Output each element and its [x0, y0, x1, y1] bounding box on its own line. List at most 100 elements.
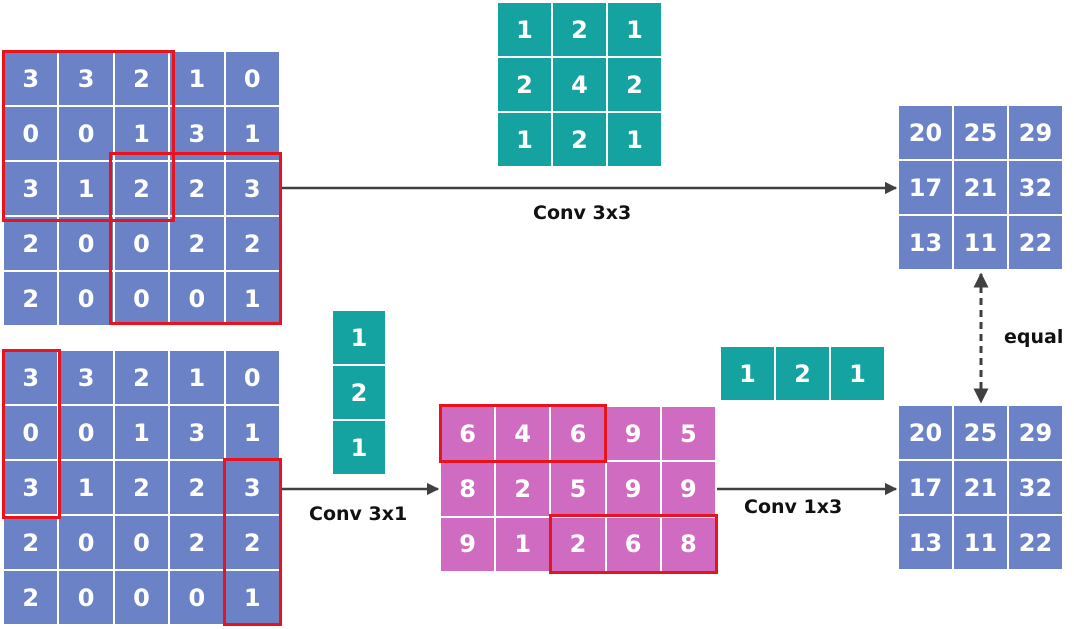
matrix-cell: 0	[113, 271, 170, 326]
matrix-cell: 0	[58, 515, 114, 570]
matrix-cell: 2	[113, 460, 170, 515]
matrix-cell: 5	[550, 461, 606, 517]
matrix-cell: 3	[169, 106, 225, 161]
matrix-cell: 1	[332, 310, 386, 365]
matrix-cell: 0	[169, 570, 225, 625]
matrix-cell: 2	[113, 51, 170, 106]
matrix-cell: 29	[1008, 405, 1063, 460]
matrix-cell: 3	[58, 350, 114, 405]
matrix-cell: 3	[169, 405, 225, 460]
matrix-cell: 1	[830, 346, 885, 401]
matrix-cell: 1	[497, 112, 552, 167]
matrix-cell: 2	[113, 161, 170, 216]
matrix-cell: 1	[607, 112, 662, 167]
matrix-cell: 2	[169, 216, 225, 271]
matrix-cell: 22	[1008, 215, 1063, 270]
matrix-cell: 22	[1008, 515, 1063, 570]
matrix-cell: 3	[3, 350, 59, 405]
window-3x3-last	[109, 152, 282, 325]
matrix-cell: 8	[440, 461, 496, 517]
matrix-cell: 0	[113, 216, 170, 271]
matrix-cell: 3	[224, 460, 280, 515]
window-3x3-first	[2, 50, 175, 222]
matrix-cell: 32	[1008, 460, 1063, 515]
matrix-cell: 0	[58, 405, 114, 460]
matrix-cell: 17	[898, 460, 953, 515]
matrix-cell: 0	[224, 51, 280, 106]
matrix-cell: 1	[224, 570, 280, 625]
window-3x1-last	[223, 458, 282, 626]
matrix-cell: 2	[332, 365, 386, 420]
matrix-cell: 1	[224, 106, 280, 161]
matrix-cell: 11	[953, 215, 1008, 270]
matrix-cell: 32	[1008, 160, 1063, 215]
matrix-cell: 20	[898, 105, 953, 160]
matrix-cell: 1	[113, 405, 170, 460]
matrix-cell: 13	[898, 215, 953, 270]
matrix-cell: 2	[113, 350, 170, 405]
matrix-cell: 1	[58, 161, 114, 216]
matrix-cell: 2	[497, 57, 552, 112]
matrix-cell: 29	[1008, 105, 1063, 160]
matrix-cell: 1	[58, 460, 114, 515]
matrix-cell: 9	[440, 516, 496, 572]
matrix-cell: 0	[58, 570, 114, 625]
matrix-cell: 0	[58, 271, 114, 326]
matrix-cell: 2	[224, 515, 280, 570]
matrix-cell: 1	[607, 2, 662, 57]
matrix-cell: 2	[169, 460, 225, 515]
matrix-cell: 1	[495, 516, 551, 572]
window-1x3-last	[549, 514, 718, 574]
matrix-cell: 21	[953, 460, 1008, 515]
matrix-cell: 17	[898, 160, 953, 215]
matrix-cell: 2	[552, 2, 607, 57]
matrix-cell: 1	[720, 346, 775, 401]
matrix-cell: 2	[169, 161, 225, 216]
matrix-cell: 2	[3, 515, 59, 570]
matrix-cell: 1	[497, 2, 552, 57]
window-3x1-first	[2, 349, 61, 519]
matrix-cell: 1	[169, 51, 225, 106]
matrix-cell: 0	[224, 350, 280, 405]
matrix-cell: 1	[224, 271, 280, 326]
matrix-cell: 0	[113, 515, 170, 570]
matrix-cell: 2	[3, 216, 59, 271]
matrix-cell: 5	[660, 406, 716, 462]
matrix-cell: 25	[953, 105, 1008, 160]
matrix-cell: 6	[605, 516, 661, 572]
matrix-cell: 2	[552, 112, 607, 167]
matrix-cell: 0	[58, 106, 114, 161]
matrix-cell: 4	[552, 57, 607, 112]
matrix-cell: 2	[3, 570, 59, 625]
label-conv-3x1: Conv 3x1	[309, 503, 408, 525]
matrix-cell: 1	[113, 106, 170, 161]
label-conv-1x3: Conv 1x3	[744, 496, 843, 518]
matrix-cell: 11	[953, 515, 1008, 570]
matrix-cell: 2	[495, 461, 551, 517]
matrix-cell: 3	[3, 51, 59, 106]
label-equal: equal	[1004, 326, 1064, 348]
matrix-cell: 0	[58, 216, 114, 271]
matrix-cell: 2	[775, 346, 830, 401]
matrix-cell: 9	[605, 406, 661, 462]
matrix-cell: 1	[332, 420, 386, 475]
matrix-cell: 6	[440, 406, 496, 462]
matrix-cell: 3	[3, 460, 59, 515]
matrix-cell: 21	[953, 160, 1008, 215]
matrix-cell: 0	[113, 570, 170, 625]
matrix-cell: 1	[224, 405, 280, 460]
matrix-cell: 25	[953, 405, 1008, 460]
matrix-cell: 2	[224, 216, 280, 271]
matrix-cell: 1	[169, 350, 225, 405]
matrix-cell: 0	[169, 271, 225, 326]
window-1x3-first	[439, 404, 607, 463]
matrix-cell: 0	[3, 106, 59, 161]
